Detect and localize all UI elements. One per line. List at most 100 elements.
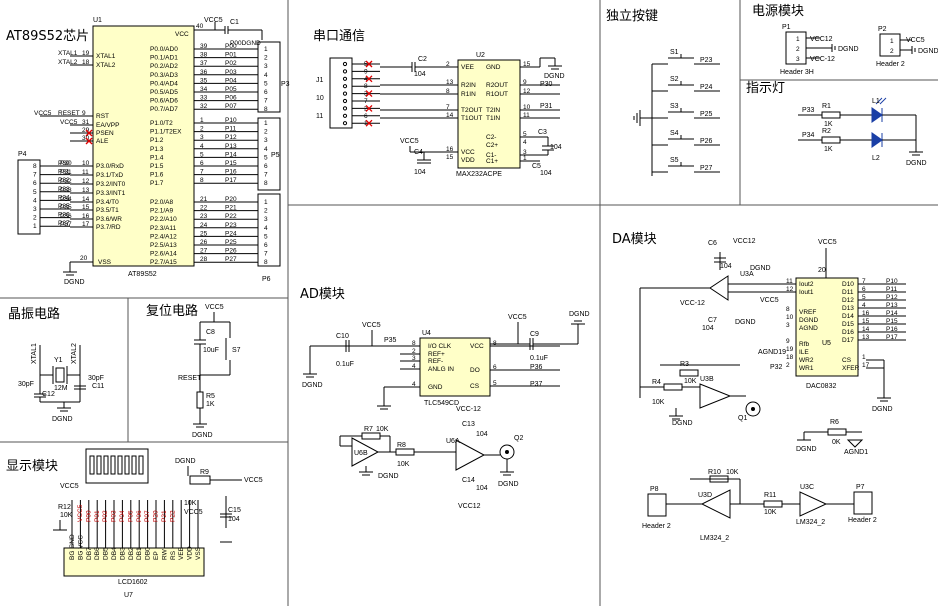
mcu-net-p24: P24 [225, 230, 237, 237]
lcd-pin-db2: DB2 [128, 547, 135, 560]
mcu-net-xtal2: XTAL2 [58, 59, 78, 66]
max-pin-num: 4 [523, 139, 527, 146]
max-pin-t2out: T2OUT [461, 107, 482, 114]
header-pin: 7 [264, 251, 268, 258]
dac-pin-d17: D17 [842, 337, 854, 344]
display-r9-val: 10K [184, 500, 197, 507]
dac-pin-iout2: Iout2 [799, 281, 814, 288]
ad-c10: C10 [336, 333, 349, 340]
ad-vccm12: VCC-12 [456, 406, 481, 413]
mcu-vcc-label: VCC [175, 31, 189, 38]
mcu-pin-p2-2-a10: P2.2/A10 [150, 216, 177, 223]
dac-pin-xfer: XFER [842, 365, 860, 372]
power-dgnd-2: DGND [918, 48, 938, 55]
power-vccm12: VCC-12 [810, 56, 835, 63]
mcu-pin-p2-6-a14: P2.6/A14 [150, 251, 177, 258]
lcd-net-p06: P06 [136, 510, 143, 522]
ad-gnd-left: DGND [302, 382, 323, 389]
mcu-net-p16: P16 [225, 169, 237, 176]
mcu-pin-p0-7-ad7: P0.7/AD7 [150, 106, 178, 113]
tlc-pin-num: 2 [412, 348, 416, 355]
ad-r7-ref: R7 [364, 426, 373, 433]
xtal2-net: XTAL2 [71, 343, 78, 364]
led-net-p34: P34 [802, 132, 815, 139]
header-pin: 6 [264, 163, 268, 170]
p4-pin-num: 1 [33, 223, 37, 230]
lcd-pin-vdd: VDD [187, 546, 194, 560]
serial-c4: C4 [414, 149, 423, 156]
dac-pin-d11: D11 [842, 289, 854, 296]
mcu-pin-num: 19 [82, 50, 90, 57]
max-pin-c1-: C1+ [486, 158, 498, 165]
key-net-p25: P25 [700, 111, 713, 118]
header-p2 [879, 33, 901, 57]
mcu-pin-p0-1-ad1: P0.1/AD1 [150, 55, 178, 62]
mcu-pin-p0-4-ad4: P0.4/AD4 [150, 80, 178, 87]
ad-r8-val: 10K [397, 461, 410, 468]
mcu-ref: U1 [93, 17, 102, 24]
serial-vcc: VCC5 [400, 138, 419, 145]
led-r1-ref: R1 [822, 103, 831, 110]
mcu-pin-p1-2: P1.2 [150, 137, 164, 144]
max-pin-num: 7 [446, 104, 450, 111]
dac-pin-num: 15 [862, 318, 870, 325]
reset-r5-val: 1K [206, 401, 215, 408]
mcu-net-p13: P13 [225, 143, 237, 150]
lcd-net-p21: P21 [161, 510, 168, 522]
header-pin: 2 [264, 208, 268, 215]
crystal-c11: C11 [92, 383, 104, 390]
mcu-pin-num: 38 [200, 52, 208, 59]
mcu-net-p27: P27 [225, 256, 237, 263]
serial-net-p31: P31 [540, 103, 553, 110]
da-r6-val: 0K [832, 439, 841, 446]
mcu-pin-p0-5-ad5: P0.5/AD5 [150, 89, 178, 96]
serial-c4-val: 104 [414, 169, 426, 176]
lcd-pin-db3: DB3 [119, 547, 126, 560]
mcu-pin-num: 3 [200, 134, 204, 141]
dac-pin-num: 8 [786, 306, 790, 313]
lcd-ref: U7 [124, 592, 133, 599]
lcd-pin-vee: VEE [178, 546, 185, 560]
key-net-p24: P24 [700, 84, 713, 91]
led-r2 [821, 136, 841, 144]
mcu-pin-num: 23 [200, 213, 208, 220]
mcu-pin-num: 24 [200, 222, 208, 229]
led-l2-ref: L2 [872, 155, 880, 162]
ad-u6a: U6A [446, 438, 460, 445]
mcu-pin-p1-5: P1.5 [150, 163, 164, 170]
dac-pin-num: 19 [786, 346, 794, 353]
mcu-pin-num: 11 [82, 169, 89, 176]
da-u3b: U3B [700, 376, 714, 383]
max-pin-vee: VEE [461, 64, 475, 71]
ad-r8 [395, 448, 415, 456]
mcu-pin-num: 4 [200, 143, 204, 150]
da-c7-val: 104 [702, 325, 714, 332]
da-c6: C6 [708, 240, 717, 247]
dac-pin-d10: D10 [842, 281, 854, 288]
mcu-pin-p3-7-rd: P3.7/RD [96, 224, 121, 231]
max-pin-num: 15 [446, 154, 454, 161]
max232-part: MAX232ACPE [456, 171, 502, 178]
header-p3-label: P3 [281, 81, 290, 88]
da-net-p32: P32 [770, 364, 783, 371]
mcu-pin-num: 21 [200, 196, 208, 203]
mcu-left-pins: XTAL119XTAL1XTAL218XTAL2RST9RESETEA/VPP3… [34, 50, 126, 231]
mcu-pin-num: 13 [82, 187, 90, 194]
mcu-pin-num: 27 [200, 248, 208, 255]
ad-gnd-q2: DGND [498, 481, 519, 488]
led-r1 [821, 111, 841, 119]
mcu-vss-pin: 20 [80, 255, 88, 262]
lcd-net-p20: P20 [153, 510, 160, 522]
svg-text:2: 2 [890, 48, 894, 55]
tlc-pin-num: 8 [412, 340, 416, 347]
dac-pin-iout1: Iout1 [799, 289, 814, 296]
key-net-p27: P27 [700, 165, 713, 172]
max-pin-num: 9 [523, 79, 527, 86]
dac-pin-d12: D12 [842, 297, 854, 304]
header-pin: 1 [264, 199, 268, 206]
resistor-network [85, 448, 149, 484]
serial-ear-11: 11 [316, 113, 323, 120]
